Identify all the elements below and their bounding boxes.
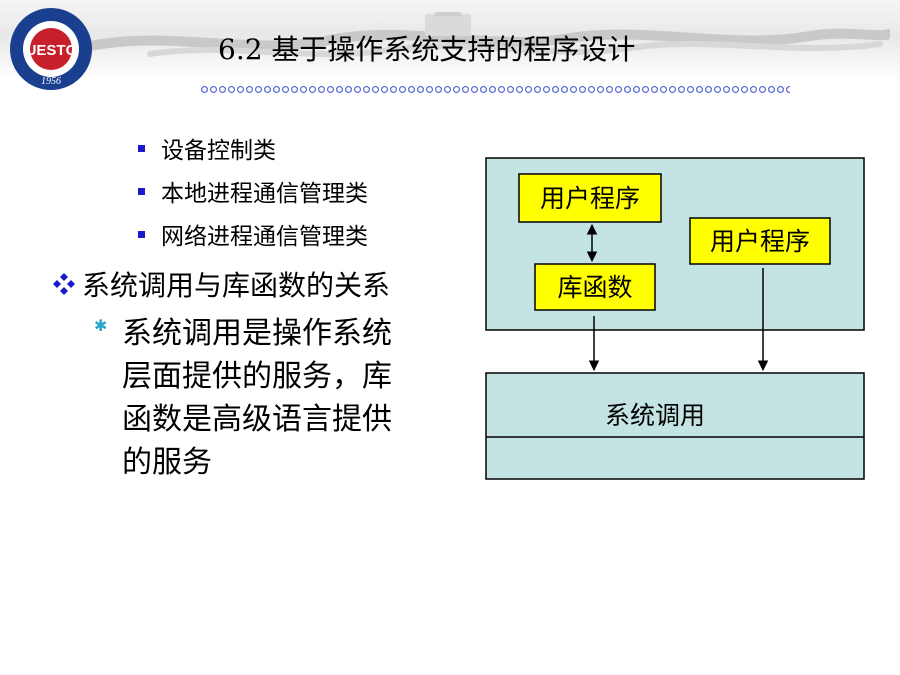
library-box: [534, 263, 656, 311]
user-program-label-left: 用户程序: [540, 184, 640, 213]
logo-text: UESTC: [26, 42, 77, 59]
main-bullet-item: 系统调用与库函数的关系: [52, 264, 390, 304]
square-bullet-icon: [138, 144, 145, 152]
list-item: 设备控制类: [138, 131, 276, 165]
body-paragraph: 系统调用是操作系统 层面提供的服务，库 函数是高级语言提供 的服务: [122, 312, 452, 484]
square-bullet-icon: [138, 187, 145, 195]
user-program-label-right: 用户程序: [710, 227, 810, 256]
user-program-box-right: [689, 217, 831, 265]
university-logo: UESTC 1956: [10, 8, 92, 90]
list-item: 本地进程通信管理类: [138, 174, 368, 208]
body-line: 系统调用是操作系统: [122, 316, 392, 351]
system-call-label: 系统调用: [605, 401, 705, 430]
body-line: 的服务: [122, 445, 212, 480]
system-call-box: [485, 372, 865, 480]
asterisk-icon: ✱: [94, 316, 108, 335]
logo-year: 1956: [41, 76, 61, 87]
library-label: 库函数: [557, 273, 632, 302]
body-line: 函数是高级语言提供: [122, 402, 392, 437]
square-bullet-icon: [138, 230, 145, 238]
user-program-box-left: [518, 173, 662, 223]
main-bullet-text: 系统调用与库函数的关系: [82, 269, 391, 302]
slide-title: 6.2 基于操作系统支持的程序设计: [218, 33, 636, 66]
body-line: 层面提供的服务，库: [122, 359, 392, 394]
list-item: 网络进程通信管理类: [138, 217, 368, 251]
list-item-label: 设备控制类: [161, 138, 276, 164]
list-item-label: 本地进程通信管理类: [161, 181, 368, 207]
title-underline: [200, 84, 790, 96]
diamond-cluster-icon: [53, 273, 75, 295]
header-decoration: [90, 12, 890, 57]
list-item-label: 网络进程通信管理类: [161, 224, 368, 250]
